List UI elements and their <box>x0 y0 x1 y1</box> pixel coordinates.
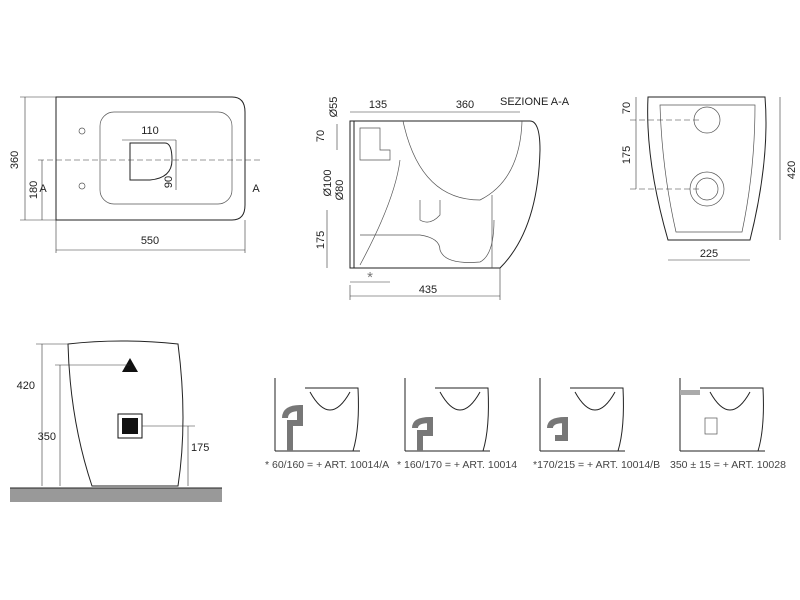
dim-420: 420 <box>17 380 35 392</box>
dim-135: 135 <box>369 99 387 111</box>
dim-175: 175 <box>315 231 327 249</box>
dim-550: 550 <box>141 235 159 247</box>
dim-360: 360 <box>9 151 21 169</box>
section-view: Ø55 135 360 SEZIONE A-A 70 Ø100 Ø80 175 … <box>315 96 570 300</box>
front-view: 70 175 420 225 <box>621 96 798 261</box>
dim-70: 70 <box>621 102 633 114</box>
dim-420: 420 <box>786 161 798 179</box>
variant-caption: * 160/170 = + ART. 10014 <box>397 459 517 471</box>
dim-175: 175 <box>621 146 633 164</box>
dim-175: 175 <box>191 442 209 454</box>
variant-3: *170/215 = + ART. 10014/B <box>533 378 660 471</box>
side-view: 420 350 175 <box>10 340 222 502</box>
variant-1: * 60/160 = + ART. 10014/A <box>265 378 389 471</box>
dia-100: Ø100 <box>322 170 334 197</box>
variant-caption: *170/215 = + ART. 10014/B <box>533 459 660 471</box>
variant-2: * 160/170 = + ART. 10014 <box>397 378 517 471</box>
dim-225: 225 <box>700 248 718 260</box>
section-mark-left: A <box>39 183 47 195</box>
dim-70: 70 <box>315 130 327 142</box>
dim-435: 435 <box>419 284 437 296</box>
section-mark-right: A <box>252 183 260 195</box>
dia-55: Ø55 <box>328 97 340 118</box>
variant-4: 350 ± 15 = + ART. 10028 <box>670 378 786 471</box>
variant-caption: 350 ± 15 = + ART. 10028 <box>670 459 786 471</box>
variant-caption: * 60/160 = + ART. 10014/A <box>265 459 389 471</box>
outlet-square-icon <box>122 418 138 434</box>
dim-180: 180 <box>28 181 40 199</box>
top-view: 360 180 550 110 90 A A <box>9 96 262 253</box>
dim-90: 90 <box>163 176 175 188</box>
dim-360: 360 <box>456 99 474 111</box>
variants: * 60/160 = + ART. 10014/A * 160/170 = + … <box>265 378 786 471</box>
dim-110: 110 <box>141 125 159 137</box>
floor <box>10 488 222 502</box>
asterisk: * <box>367 269 373 286</box>
section-title: SEZIONE A-A <box>500 96 570 108</box>
dim-350: 350 <box>38 431 56 443</box>
dia-80: Ø80 <box>334 180 346 201</box>
